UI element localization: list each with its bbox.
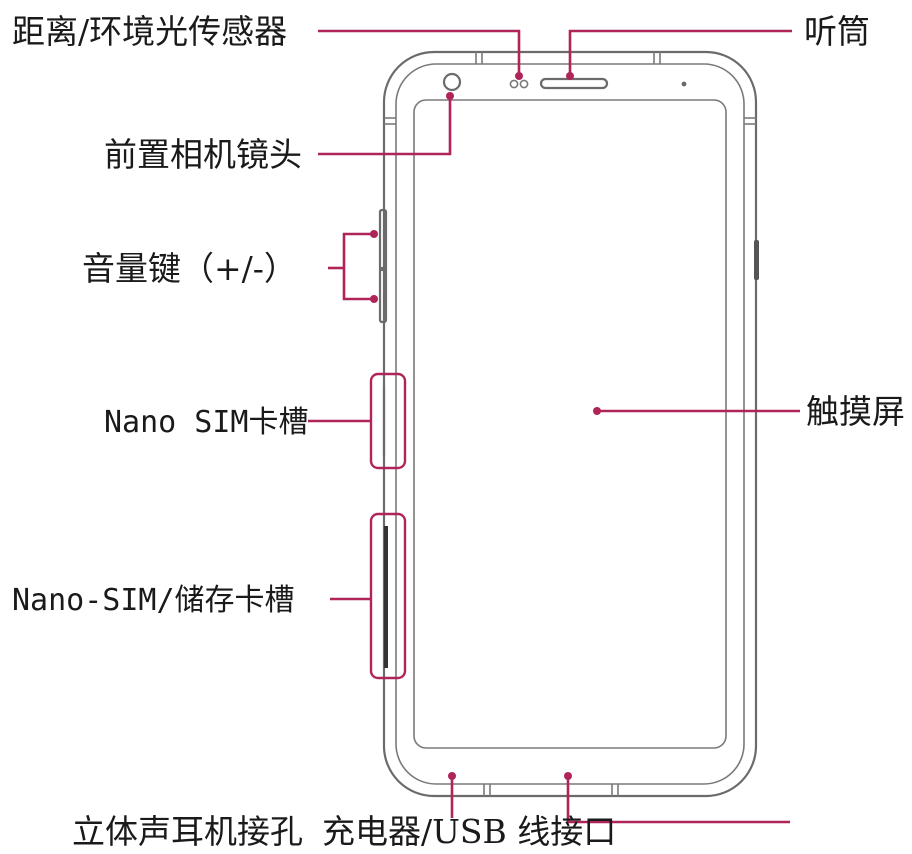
- display-area: [413, 99, 727, 749]
- leader-proximity-sensor: [318, 29, 521, 76]
- label-earpiece: 听筒: [804, 12, 870, 51]
- sensor-icon: [509, 79, 519, 89]
- leader-dot: [370, 295, 378, 303]
- leader-volume-bracket: [342, 232, 374, 301]
- callout-labels: 距离/环境光传感器 听筒 前置相机镜头 音量键（+/-） Nano SIM卡槽 …: [12, 12, 905, 851]
- leader-dot: [448, 772, 456, 780]
- label-touch-screen: 触摸屏: [806, 392, 905, 431]
- leader-lines: [308, 29, 800, 824]
- phone-inner-bezel: [395, 63, 745, 785]
- front-camera-icon: [442, 72, 462, 92]
- label-headset-jack: 立体声耳机接孔: [72, 812, 303, 851]
- leader-dot: [564, 772, 572, 780]
- earpiece-slot-icon: [539, 77, 609, 90]
- phone-outline: [369, 50, 759, 798]
- sensor-icon: [519, 79, 529, 89]
- leader-dot: [370, 230, 378, 238]
- power-key: [754, 240, 759, 280]
- label-nano-sim-tray: Nano SIM卡槽: [104, 405, 309, 440]
- label-front-camera: 前置相机镜头: [104, 135, 302, 174]
- volume-down-key: [378, 266, 388, 324]
- label-volume-keys: 音量键（+/-）: [82, 249, 297, 288]
- nano-sim-tray-icon: [369, 372, 407, 470]
- phone-outer-shell: [382, 50, 758, 798]
- leader-dot: [515, 72, 523, 80]
- indicator-dot-icon: [681, 81, 687, 87]
- label-charger-usb-port: 充电器/USB 线接口: [322, 812, 616, 851]
- leader-earpiece: [568, 29, 792, 76]
- leader-charger-usb: [566, 776, 790, 824]
- volume-up-key: [378, 208, 388, 272]
- leader-dot: [566, 72, 574, 80]
- nano-sim-storage-tray-icon: [369, 512, 407, 680]
- label-nano-sim-storage-tray: Nano-SIM/储存卡槽: [12, 583, 295, 618]
- label-proximity-sensor: 距离/环境光传感器: [12, 12, 287, 51]
- leader-front-camera: [318, 96, 452, 156]
- leader-dot: [446, 92, 454, 100]
- leader-dot: [593, 407, 601, 415]
